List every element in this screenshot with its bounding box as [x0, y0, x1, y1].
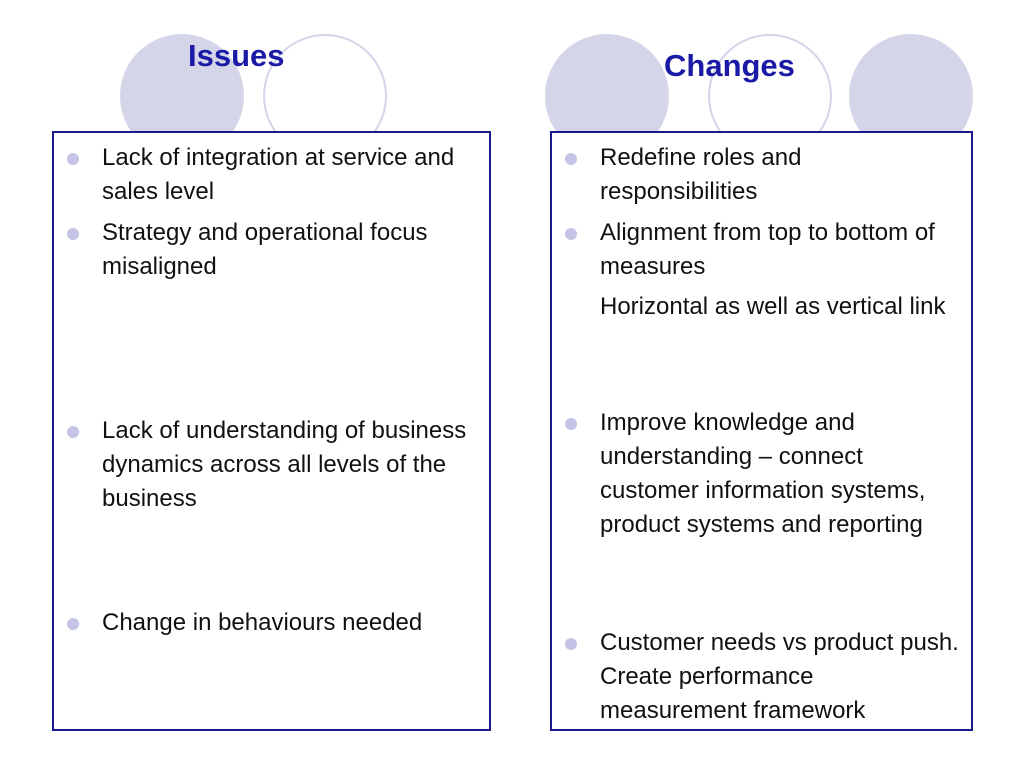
bullet-icon [67, 618, 79, 630]
changes-panel: Redefine roles and responsibilities Alig… [550, 131, 973, 731]
changes-item-1-text: Redefine roles and responsibilities [600, 144, 802, 205]
issues-item-4-text: Change in behaviours needed [102, 609, 423, 636]
issues-item-1-text: Lack of integration at service and sales… [102, 144, 455, 205]
bullet-icon [565, 153, 577, 165]
changes-item-5: Customer needs vs product push. Create p… [565, 626, 965, 728]
changes-item-2: Alignment from top to bottom of measures [565, 216, 965, 284]
bullet-icon [67, 153, 79, 165]
bullet-icon [67, 426, 79, 438]
bullet-icon [565, 228, 577, 240]
issues-item-3: Lack of understanding of business dynami… [67, 414, 483, 516]
issues-item-3-text: Lack of understanding of business dynami… [102, 417, 467, 512]
bullet-icon [67, 228, 79, 240]
changes-item-3-text: Horizontal as well as vertical link [600, 293, 946, 320]
changes-item-5-text: Customer needs vs product push. Create p… [600, 629, 959, 724]
changes-title: Changes [664, 48, 795, 83]
issues-item-4: Change in behaviours needed [67, 606, 483, 640]
changes-item-2-text: Alignment from top to bottom of measures [600, 219, 935, 280]
bullet-icon [565, 418, 577, 430]
bullet-icon [565, 638, 577, 650]
issues-title: Issues [188, 38, 285, 73]
changes-item-4-text: Improve knowledge and understanding – co… [600, 409, 926, 538]
changes-item-1: Redefine roles and responsibilities [565, 141, 965, 209]
issues-item-2-text: Strategy and operational focus misaligne… [102, 219, 428, 280]
issues-item-2: Strategy and operational focus misaligne… [67, 216, 483, 284]
issues-item-1: Lack of integration at service and sales… [67, 141, 483, 209]
changes-item-3: Horizontal as well as vertical link [600, 290, 965, 324]
issues-panel: Lack of integration at service and sales… [52, 131, 491, 731]
changes-item-4: Improve knowledge and understanding – co… [565, 406, 965, 542]
